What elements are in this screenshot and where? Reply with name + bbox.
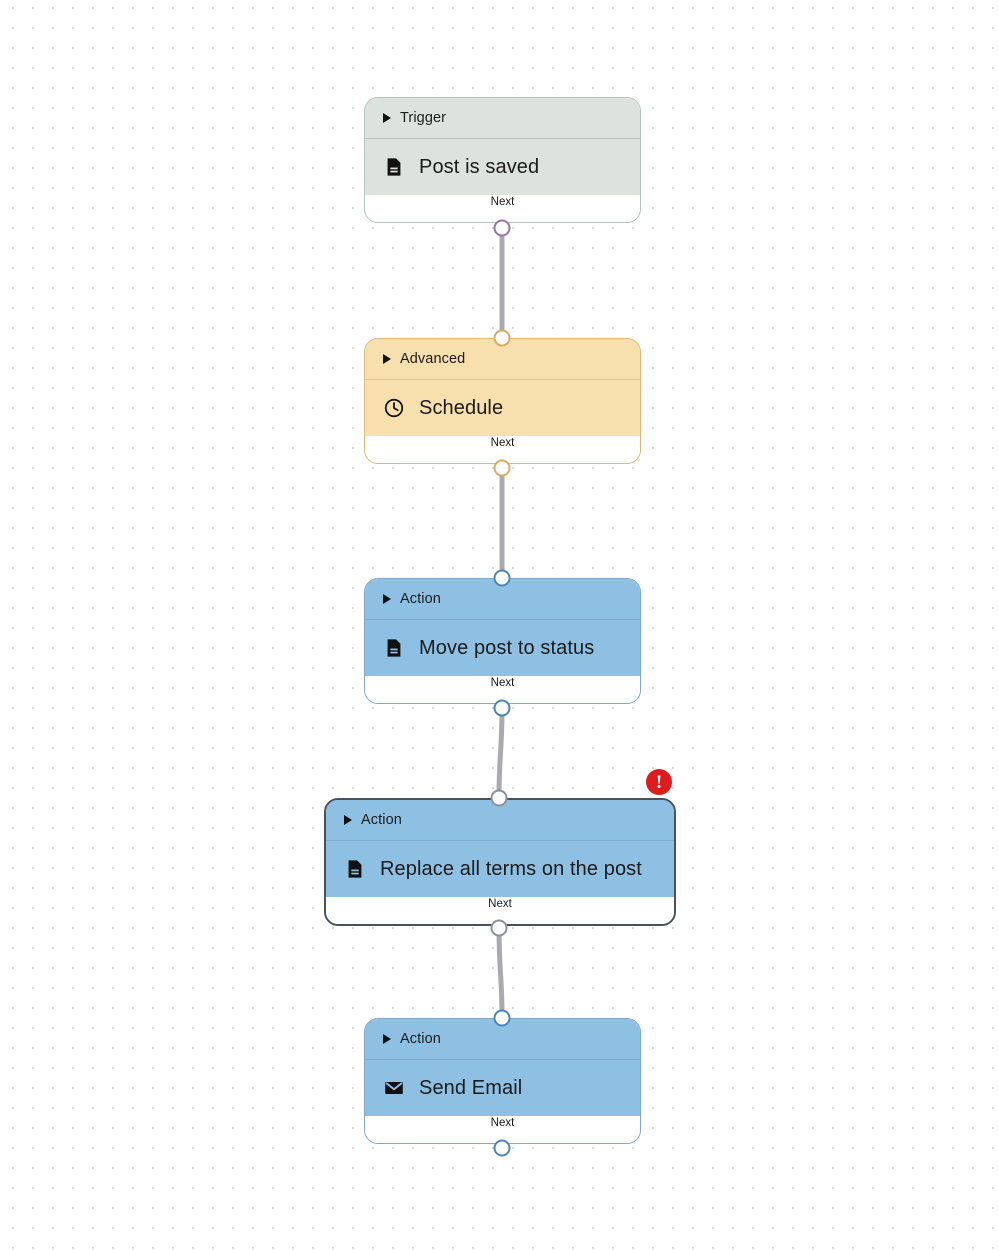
- output-port-action-send-email[interactable]: [493, 1139, 511, 1157]
- document-icon: [344, 858, 366, 880]
- node-category-label: Trigger: [400, 110, 447, 126]
- node-body[interactable]: Send Email: [365, 1059, 640, 1116]
- node-body[interactable]: Schedule: [365, 379, 640, 436]
- node-footer-next[interactable]: Next: [365, 676, 640, 703]
- node-action-replace-all-terms-on-the-post[interactable]: Action Replace all terms on the post Nex…: [324, 798, 676, 926]
- node-trigger-post-is-saved[interactable]: Trigger Post is saved Next: [364, 97, 641, 223]
- output-port-trigger-post-is-saved[interactable]: [493, 219, 511, 237]
- node-body[interactable]: Replace all terms on the post: [326, 840, 674, 897]
- node-title: Post is saved: [419, 155, 540, 178]
- node-footer-next[interactable]: Next: [365, 195, 640, 222]
- node-body[interactable]: Move post to status: [365, 619, 640, 676]
- node-title: Send Email: [419, 1076, 523, 1099]
- node-title: Schedule: [419, 396, 504, 419]
- output-port-action-move-post-to-status[interactable]: [493, 699, 511, 717]
- node-category-label: Action: [400, 1031, 441, 1047]
- node-category-label: Advanced: [400, 351, 466, 367]
- node-footer-next[interactable]: Next: [365, 1116, 640, 1143]
- node-title: Replace all terms on the post: [380, 857, 642, 880]
- node-category-label: Action: [400, 591, 441, 607]
- chevron-right-icon[interactable]: [383, 354, 391, 364]
- envelope-icon: [383, 1077, 405, 1099]
- chevron-right-icon[interactable]: [383, 1034, 391, 1044]
- node-advanced-schedule[interactable]: Advanced Schedule Next: [364, 338, 641, 464]
- chevron-right-icon[interactable]: [344, 815, 352, 825]
- node-header[interactable]: Action: [326, 800, 674, 840]
- document-icon: [383, 637, 405, 659]
- input-port-action-replace-all-terms[interactable]: [490, 789, 508, 807]
- node-action-send-email[interactable]: Action Send Email Next: [364, 1018, 641, 1144]
- document-icon: [383, 156, 405, 178]
- node-action-move-post-to-status[interactable]: Action Move post to status Next: [364, 578, 641, 704]
- clock-icon: [383, 397, 405, 419]
- input-port-action-move-post-to-status[interactable]: [493, 569, 511, 587]
- edge-replace-terms-to-send-email: [496, 925, 505, 1020]
- input-port-action-send-email[interactable]: [493, 1009, 511, 1027]
- node-category-label: Action: [361, 812, 402, 828]
- node-header[interactable]: Trigger: [365, 98, 640, 138]
- output-port-action-replace-all-terms[interactable]: [490, 919, 508, 937]
- node-title: Move post to status: [419, 636, 595, 659]
- input-port-advanced-schedule[interactable]: [493, 329, 511, 347]
- node-footer-next[interactable]: Next: [365, 436, 640, 463]
- chevron-right-icon[interactable]: [383, 113, 391, 123]
- edge-move-post-to-replace-terms: [496, 705, 505, 800]
- chevron-right-icon[interactable]: [383, 594, 391, 604]
- node-body[interactable]: Post is saved: [365, 138, 640, 195]
- error-badge-icon[interactable]: !: [646, 769, 672, 795]
- output-port-advanced-schedule[interactable]: [493, 459, 511, 477]
